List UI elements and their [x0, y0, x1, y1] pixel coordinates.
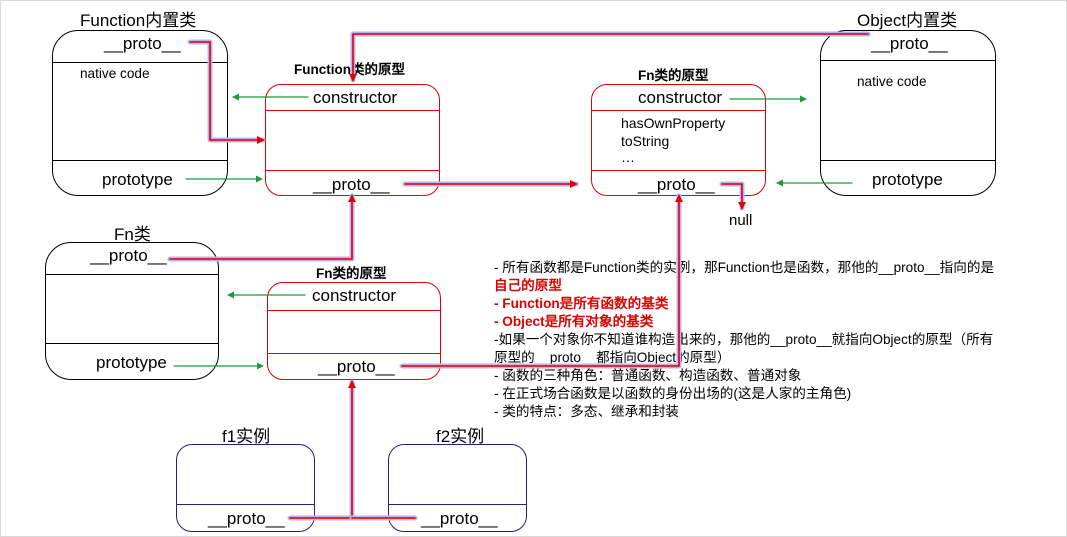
- fn-class-title: Fn类: [114, 225, 151, 244]
- divider: [821, 160, 995, 161]
- fn-prototype-constructor: constructor: [312, 286, 397, 305]
- function-builtin-title: Function内置类: [80, 11, 197, 30]
- divider: [53, 62, 227, 63]
- null-label: null: [729, 212, 753, 229]
- note-line-8: - 在正式场合函数是以函数的身份出场的(这是人家的主角色): [494, 386, 852, 401]
- note-line-9: - 类的特点：多态、继承和封装: [494, 404, 680, 419]
- f2-instance-box: [388, 444, 527, 532]
- fn-class-proto: __proto__: [90, 246, 167, 265]
- divider: [46, 274, 218, 275]
- object-prototype-method-hasownproperty: hasOwnProperty: [621, 115, 726, 131]
- object-prototype-proto: __proto__: [638, 175, 715, 194]
- object-builtin-box: [820, 30, 996, 196]
- f1-instance-proto: __proto__: [208, 509, 285, 528]
- divider: [389, 504, 526, 505]
- fn-prototype-title-mid: Fn类的原型: [316, 266, 387, 281]
- f1-instance-title: f1实例: [222, 427, 271, 446]
- note-line-5: -如果一个对象你不知道谁构造出来的，那他的__proto__就指向Object的…: [494, 332, 994, 347]
- f2-instance-proto: __proto__: [421, 509, 498, 528]
- function-builtin-native-code: native code: [80, 66, 150, 81]
- function-prototype-title: Function类的原型: [294, 62, 405, 77]
- divider: [592, 170, 765, 171]
- divider: [592, 110, 765, 111]
- divider: [46, 343, 218, 344]
- fn-class-prototype: prototype: [96, 353, 167, 372]
- fn-prototype-proto: __proto__: [318, 357, 395, 376]
- object-builtin-title: Object内置类: [857, 11, 958, 30]
- object-builtin-prototype: prototype: [872, 170, 943, 189]
- note-line-4: - Object是所有对象的基类: [494, 314, 654, 329]
- function-builtin-proto: __proto__: [104, 34, 181, 53]
- divider: [53, 160, 227, 161]
- fn-class-box: [45, 242, 219, 380]
- object-prototype-method-tostring: toString: [621, 133, 670, 149]
- note-line-2: 自己的原型: [494, 278, 562, 293]
- object-prototype-constructor: constructor: [638, 88, 723, 107]
- note-line-3: - Function是所有函数的基类: [494, 296, 669, 311]
- divider: [177, 504, 314, 505]
- function-builtin-prototype: prototype: [102, 170, 173, 189]
- object-builtin-native-code: native code: [857, 74, 927, 89]
- divider: [268, 310, 440, 311]
- divider: [266, 170, 439, 171]
- function-prototype-proto: __proto__: [313, 175, 390, 194]
- object-builtin-proto: __proto__: [871, 34, 948, 53]
- object-prototype-method-ellipsis: …: [621, 149, 635, 165]
- f2-instance-title: f2实例: [436, 427, 485, 446]
- note-line-1: - 所有函数都是Function类的实例，那Function也是函数，那他的__…: [494, 260, 995, 275]
- note-line-6: 原型的__proto__都指向Object的原型）: [494, 350, 731, 365]
- fn-prototype-title-top: Fn类的原型: [638, 68, 709, 83]
- note-line-7: - 函数的三种角色：普通函数、构造函数、普通对象: [494, 368, 802, 383]
- divider: [821, 60, 995, 61]
- divider: [268, 353, 440, 354]
- divider: [266, 110, 439, 111]
- function-prototype-constructor: constructor: [313, 88, 398, 107]
